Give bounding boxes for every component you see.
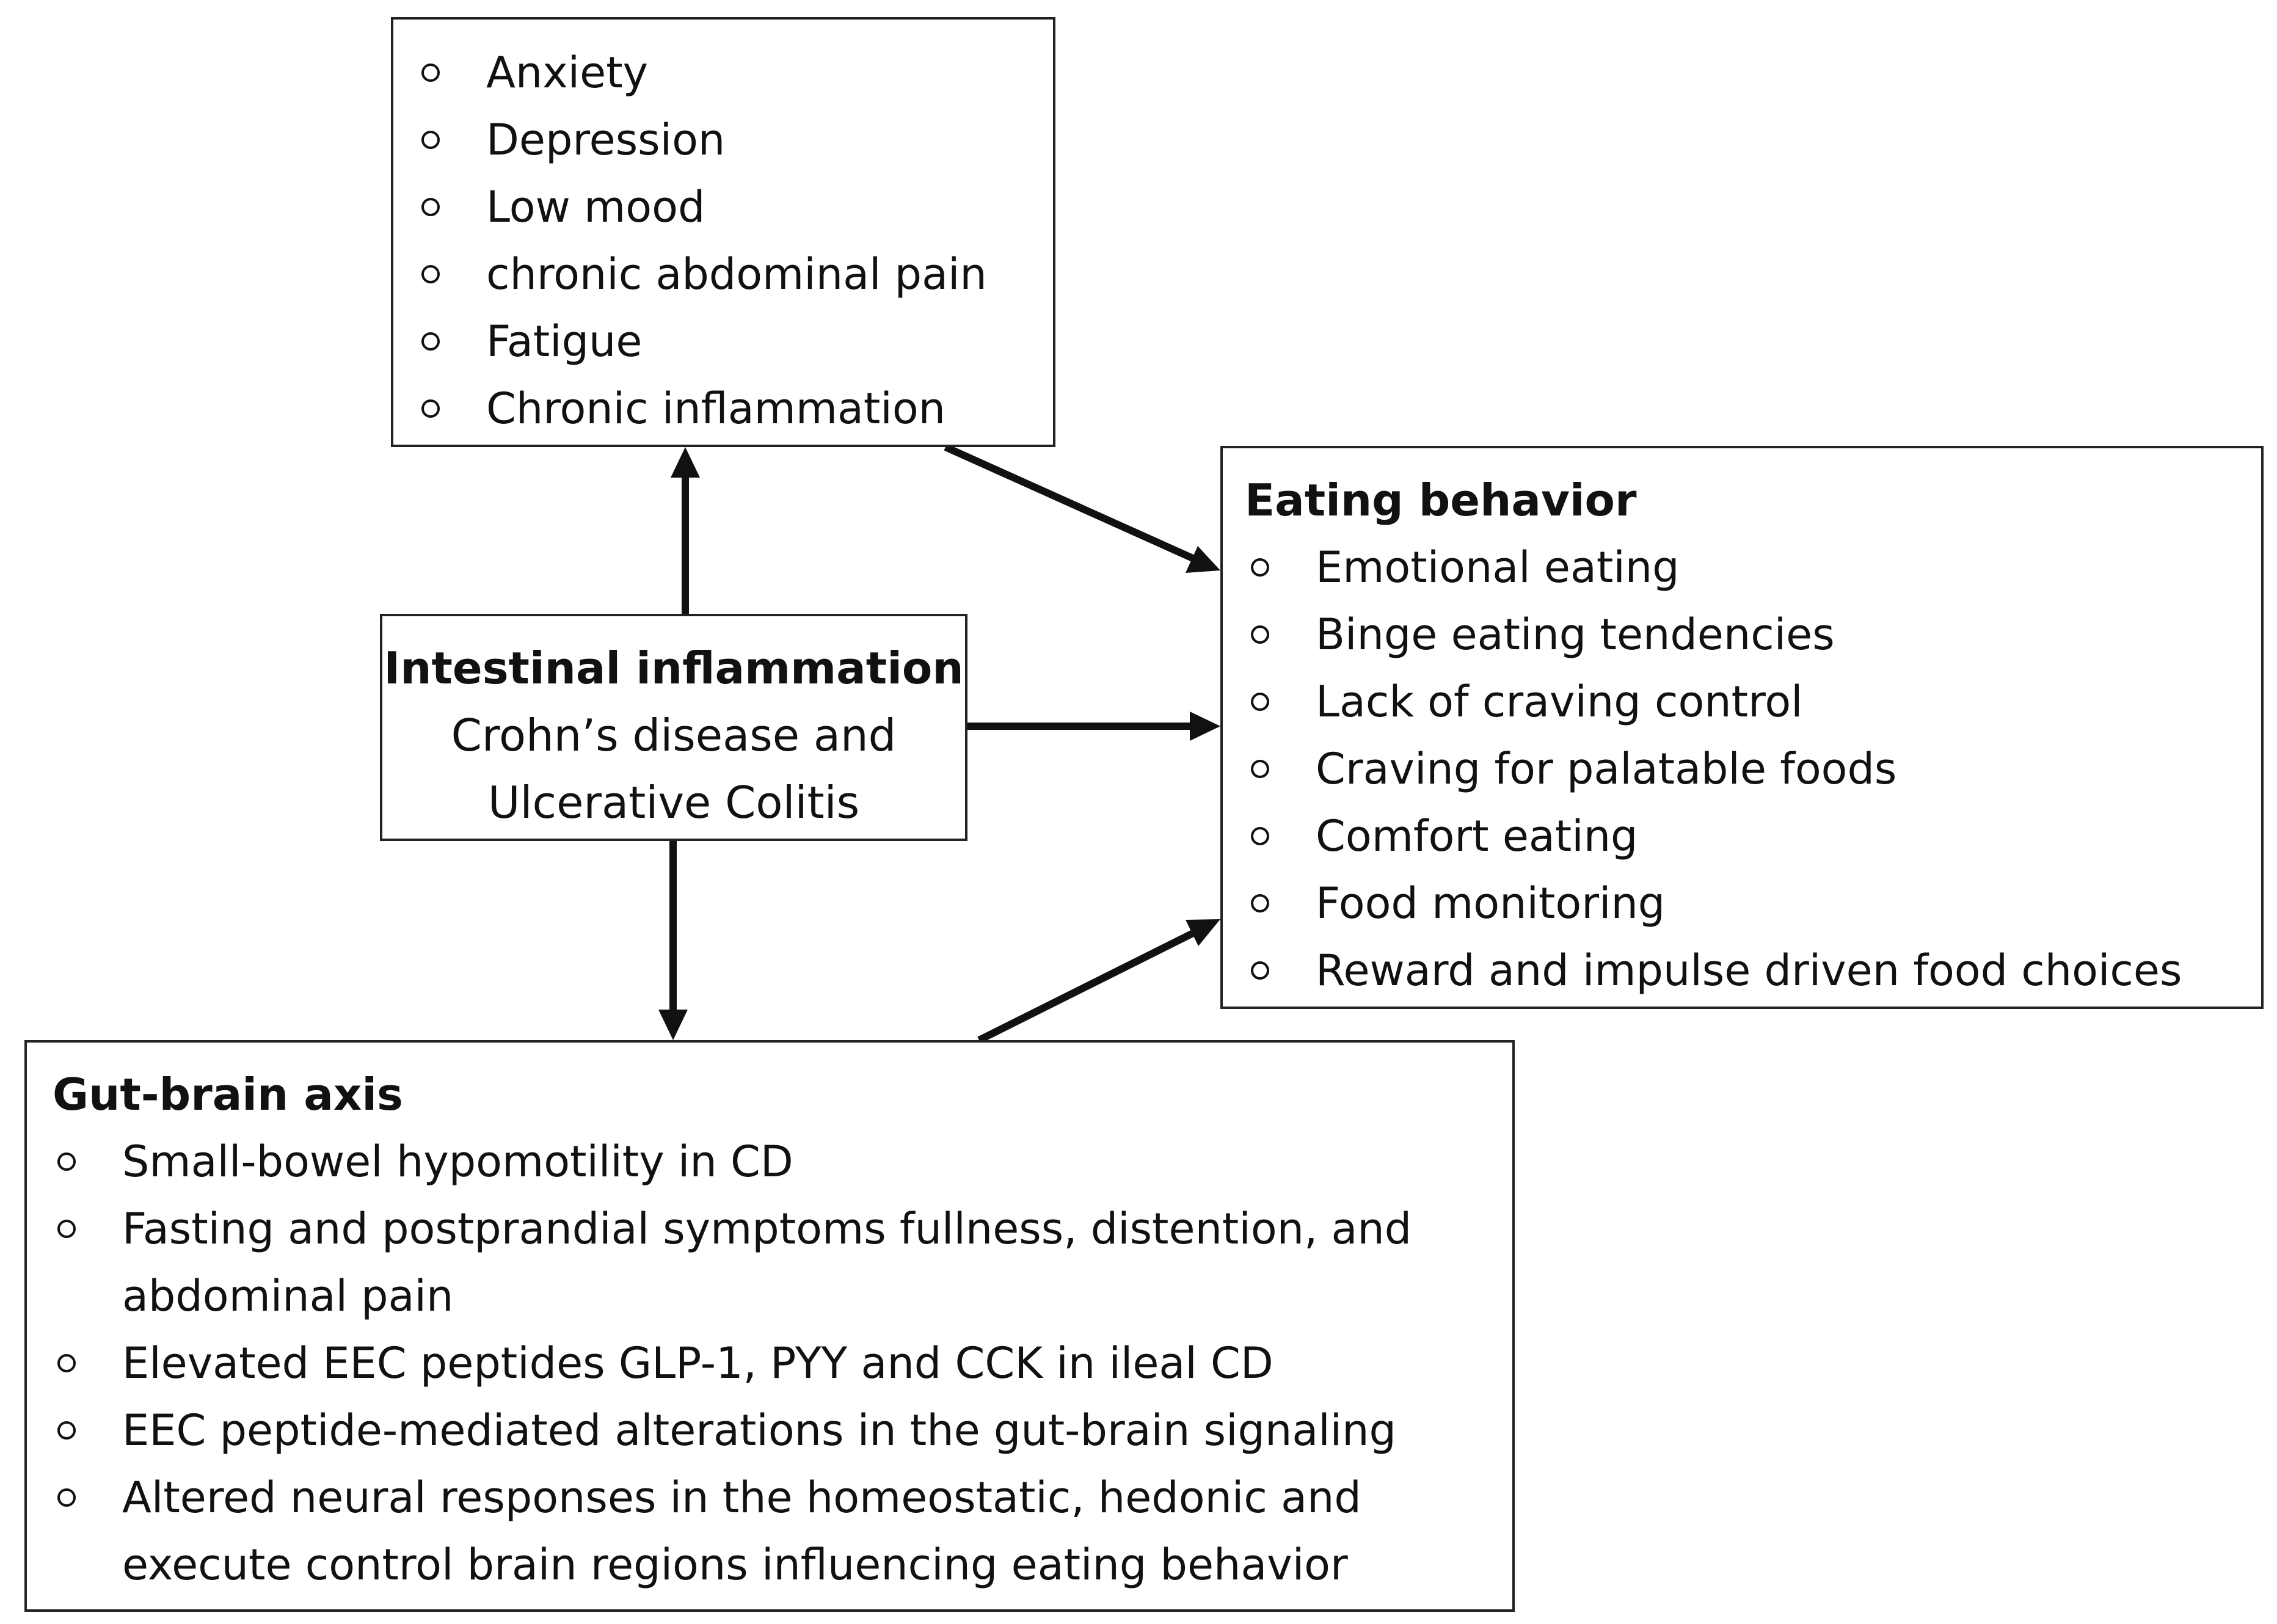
bullet-icon — [421, 64, 440, 82]
bullet-icon — [1251, 558, 1269, 577]
item-text: Altered neural responses in the homeosta… — [122, 1473, 1361, 1523]
arrowhead-diag-up — [1186, 919, 1220, 946]
list-item: Altered neural responses in the homeosta… — [27, 1464, 1512, 1598]
list-item: Comfort eating — [1223, 803, 2261, 870]
item-text: Elevated EEC peptides GLP-1, PYY and CCK… — [122, 1338, 1273, 1388]
item-text: Chronic inflammation — [486, 384, 946, 434]
bullet-icon — [421, 131, 440, 149]
list-item: Depression — [393, 106, 1053, 173]
item-text: Craving for palatable foods — [1316, 744, 1897, 794]
bullet-icon — [57, 1488, 76, 1507]
list-item: Fasting and postprandial symptoms fullne… — [27, 1195, 1512, 1330]
bullet-icon — [57, 1220, 76, 1238]
item-text: Binge eating tendencies — [1316, 610, 1835, 660]
symptoms-box: Anxiety Depression Low mood chronic abdo… — [391, 17, 1055, 447]
gut-brain-axis-box: Gut-brain axis Small-bowel hypomotility … — [24, 1040, 1515, 1612]
item-text: Fasting and postprandial symptoms fullne… — [122, 1204, 1412, 1254]
eating-behavior-heading: Eating behavior — [1245, 475, 1637, 526]
item-text: Low mood — [486, 182, 705, 232]
inflammation-box: Intestinal inflammation Crohn’s disease … — [380, 614, 967, 841]
arrow-gutbrain-to-eating — [977, 929, 1196, 1044]
list-item: Reward and impulse driven food choices — [1223, 937, 2261, 1004]
bullet-icon — [1251, 693, 1269, 711]
item-text: chronic abdominal pain — [486, 249, 987, 299]
list-item: Food monitoring — [1223, 870, 2261, 937]
eating-behavior-box: Eating behavior Emotional eating Binge e… — [1220, 446, 2264, 1009]
item-text: Comfort eating — [1316, 811, 1638, 861]
arrow-symptoms-to-eating — [944, 443, 1196, 563]
list-item: Chronic inflammation — [393, 375, 1053, 442]
bullet-icon — [1251, 894, 1269, 912]
bullet-icon — [57, 1421, 76, 1440]
list-item: chronic abdominal pain — [393, 241, 1053, 308]
arrowhead-diag-down — [1186, 546, 1220, 573]
bullet-icon — [1251, 625, 1269, 644]
gut-brain-axis-heading: Gut-brain axis — [53, 1069, 403, 1120]
inflammation-line: Crohn’s disease and — [451, 710, 897, 761]
eating-behavior-list: Emotional eating Binge eating tendencies… — [1223, 534, 2261, 1004]
inflammation-line: Ulcerative Colitis — [487, 777, 860, 828]
bullet-icon — [57, 1152, 76, 1171]
item-text-continued: execute control brain regions influencin… — [122, 1540, 1348, 1590]
arrowhead-down — [658, 1010, 688, 1040]
item-text: Lack of craving control — [1316, 677, 1803, 727]
bullet-icon — [57, 1354, 76, 1372]
list-item: Lack of craving control — [1223, 668, 2261, 735]
list-item: EEC peptide-mediated alterations in the … — [27, 1397, 1512, 1464]
symptoms-list: Anxiety Depression Low mood chronic abdo… — [393, 39, 1053, 442]
item-text: Depression — [486, 115, 726, 165]
inflammation-heading: Intestinal inflammation — [384, 643, 964, 694]
arrowhead-up — [671, 447, 700, 478]
bullet-icon — [1251, 760, 1269, 778]
item-text: Fatigue — [486, 316, 643, 366]
item-text: Food monitoring — [1316, 878, 1666, 928]
bullet-icon — [421, 332, 440, 351]
item-text-continued: abdominal pain — [122, 1271, 454, 1321]
bullet-icon — [421, 265, 440, 283]
item-text: EEC peptide-mediated alterations in the … — [122, 1405, 1396, 1455]
item-text: Small-bowel hypomotility in CD — [122, 1137, 793, 1187]
bullet-icon — [1251, 961, 1269, 980]
list-item: Small-bowel hypomotility in CD — [27, 1128, 1512, 1195]
list-item: Emotional eating — [1223, 534, 2261, 601]
bullet-icon — [421, 198, 440, 216]
list-item: Fatigue — [393, 308, 1053, 375]
item-text: Emotional eating — [1316, 542, 1680, 592]
item-text: Anxiety — [486, 48, 649, 98]
list-item: Craving for palatable foods — [1223, 735, 2261, 803]
arrowhead-right — [1190, 712, 1220, 741]
list-item: Binge eating tendencies — [1223, 601, 2261, 668]
list-item: Anxiety — [393, 39, 1053, 106]
bullet-icon — [1251, 827, 1269, 845]
gut-brain-axis-list: Small-bowel hypomotility in CD Fasting a… — [27, 1128, 1512, 1598]
item-text: Reward and impulse driven food choices — [1316, 945, 2182, 996]
list-item: Elevated EEC peptides GLP-1, PYY and CCK… — [27, 1330, 1512, 1397]
list-item: Low mood — [393, 173, 1053, 241]
bullet-icon — [421, 399, 440, 418]
